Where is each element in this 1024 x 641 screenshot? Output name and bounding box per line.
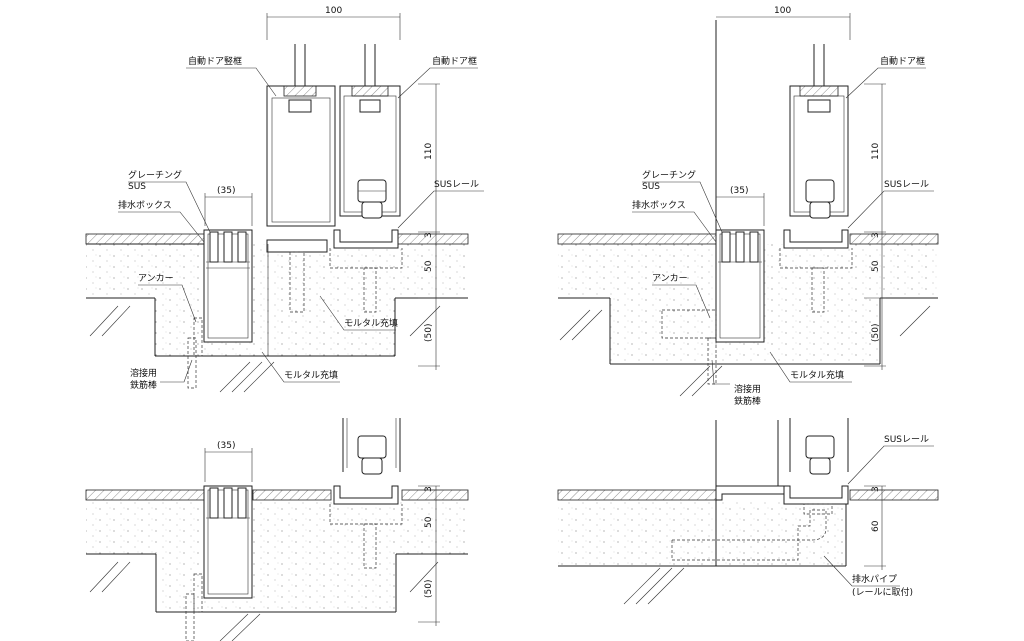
dim-35: (35) <box>730 186 748 196</box>
weld-rebar <box>185 593 195 641</box>
sus-rail <box>783 229 849 249</box>
rail-anchor-box <box>779 248 853 269</box>
drain-pipe <box>671 503 833 561</box>
dim-110: 110 <box>424 143 434 160</box>
door-roller <box>805 179 835 219</box>
label-anchor: アンカー <box>138 273 174 284</box>
label-mortar-fill-2: モルタル充填 <box>284 369 338 381</box>
label-sus-rail: SUSレール <box>884 180 929 190</box>
door-stile <box>266 44 336 227</box>
label-grating-sus: SUS <box>128 182 146 192</box>
label-sus-rail: SUSレール <box>434 180 479 190</box>
floor-finish-mid <box>252 489 332 501</box>
weld-rebar <box>187 337 197 389</box>
dim-3: 3 <box>871 486 881 492</box>
concrete-pit <box>156 554 396 612</box>
earth-hatch <box>89 305 441 393</box>
floor-finish-right <box>401 489 469 501</box>
sus-rail <box>333 485 399 505</box>
dim-110: 110 <box>871 143 881 160</box>
door-frame <box>342 418 401 472</box>
dim-100: 100 <box>774 6 791 16</box>
earth-hatch <box>623 567 685 605</box>
anchor <box>193 573 203 613</box>
detail-top-right: 100 (35) 110 3 50 (50) 自動ドア框 グレーチング SUS … <box>557 6 939 407</box>
dim-100: 100 <box>325 6 342 16</box>
earth-hatch <box>559 305 931 397</box>
detail-bottom-right: 3 60 SUSレール 排水パイプ (レールに取付) <box>557 418 939 605</box>
dim-50: 50 <box>424 260 434 272</box>
concrete-slab <box>86 244 468 298</box>
concrete-slab <box>86 500 468 554</box>
floor-finish-left <box>557 233 717 245</box>
floor-finish-left <box>85 233 205 245</box>
dim-3: 3 <box>871 232 881 238</box>
sus-rail <box>333 229 399 249</box>
dim-50: 50 <box>424 516 434 528</box>
anchor <box>661 309 717 339</box>
label-mortar-fill: モルタル充填 <box>790 369 844 381</box>
concrete-slab <box>558 500 846 566</box>
label-drain-pipe-note: (レールに取付) <box>852 587 913 598</box>
grating <box>206 231 250 269</box>
door-roller <box>357 179 387 219</box>
label-drain-pipe: 排水パイプ <box>852 573 897 585</box>
dim-3: 3 <box>424 232 434 238</box>
label-anchor: アンカー <box>652 273 688 284</box>
label-drain-box: 排水ボックス <box>632 199 686 211</box>
threshold <box>266 239 328 253</box>
label-door-frame: 自動ドア框 <box>432 55 477 67</box>
grating <box>718 231 762 263</box>
earth-hatch <box>89 561 439 641</box>
grating <box>206 487 250 519</box>
dim-35: (35) <box>217 186 235 196</box>
floor-finish-left <box>85 489 205 501</box>
door-frame <box>715 418 849 566</box>
dim-35: (35) <box>217 441 235 451</box>
label-weld-2: 鉄筋棒 <box>734 395 761 407</box>
label-weld-1: 溶接用 <box>734 383 761 395</box>
label-weld-2: 鉄筋棒 <box>130 379 157 391</box>
label-door-stile: 自動ドア竪框 <box>188 55 242 67</box>
detail-top-left: 100 (35) 110 3 50 (50) 自動ドア竪框 自動ドア框 グレーチ… <box>85 6 484 393</box>
label-grating: グレーチング <box>128 169 182 181</box>
dim-paren-50: (50) <box>424 324 434 342</box>
sus-rail <box>783 485 849 505</box>
detail-bottom-left: (35) 3 50 (50) <box>85 418 469 641</box>
concrete-pit <box>155 298 395 356</box>
rail-bolt <box>363 267 377 313</box>
dim-paren-50: (50) <box>871 324 881 342</box>
label-drain-box: 排水ボックス <box>118 199 172 211</box>
dim-50: 50 <box>871 260 881 272</box>
dim-60: 60 <box>871 520 881 532</box>
floor-finish-left <box>557 489 717 501</box>
label-mortar-fill-1: モルタル充填 <box>344 317 398 329</box>
label-door-frame: 自動ドア框 <box>880 55 925 67</box>
door-roller <box>805 435 835 475</box>
label-grating-sus: SUS <box>642 182 660 192</box>
label-weld-1: 溶接用 <box>130 367 157 379</box>
anchor <box>193 317 203 357</box>
label-sus-rail: SUSレール <box>884 435 929 445</box>
rail-bolt <box>811 267 825 313</box>
weld-rebar <box>707 337 717 385</box>
rail-bolt <box>363 523 377 569</box>
label-grating: グレーチング <box>642 169 696 181</box>
floor-finish-right <box>849 233 939 245</box>
dim-3: 3 <box>424 486 434 492</box>
floor-finish-right <box>849 489 939 501</box>
threshold-bolt <box>289 251 305 313</box>
door-roller <box>357 435 387 475</box>
dim-paren-50: (50) <box>424 580 434 598</box>
